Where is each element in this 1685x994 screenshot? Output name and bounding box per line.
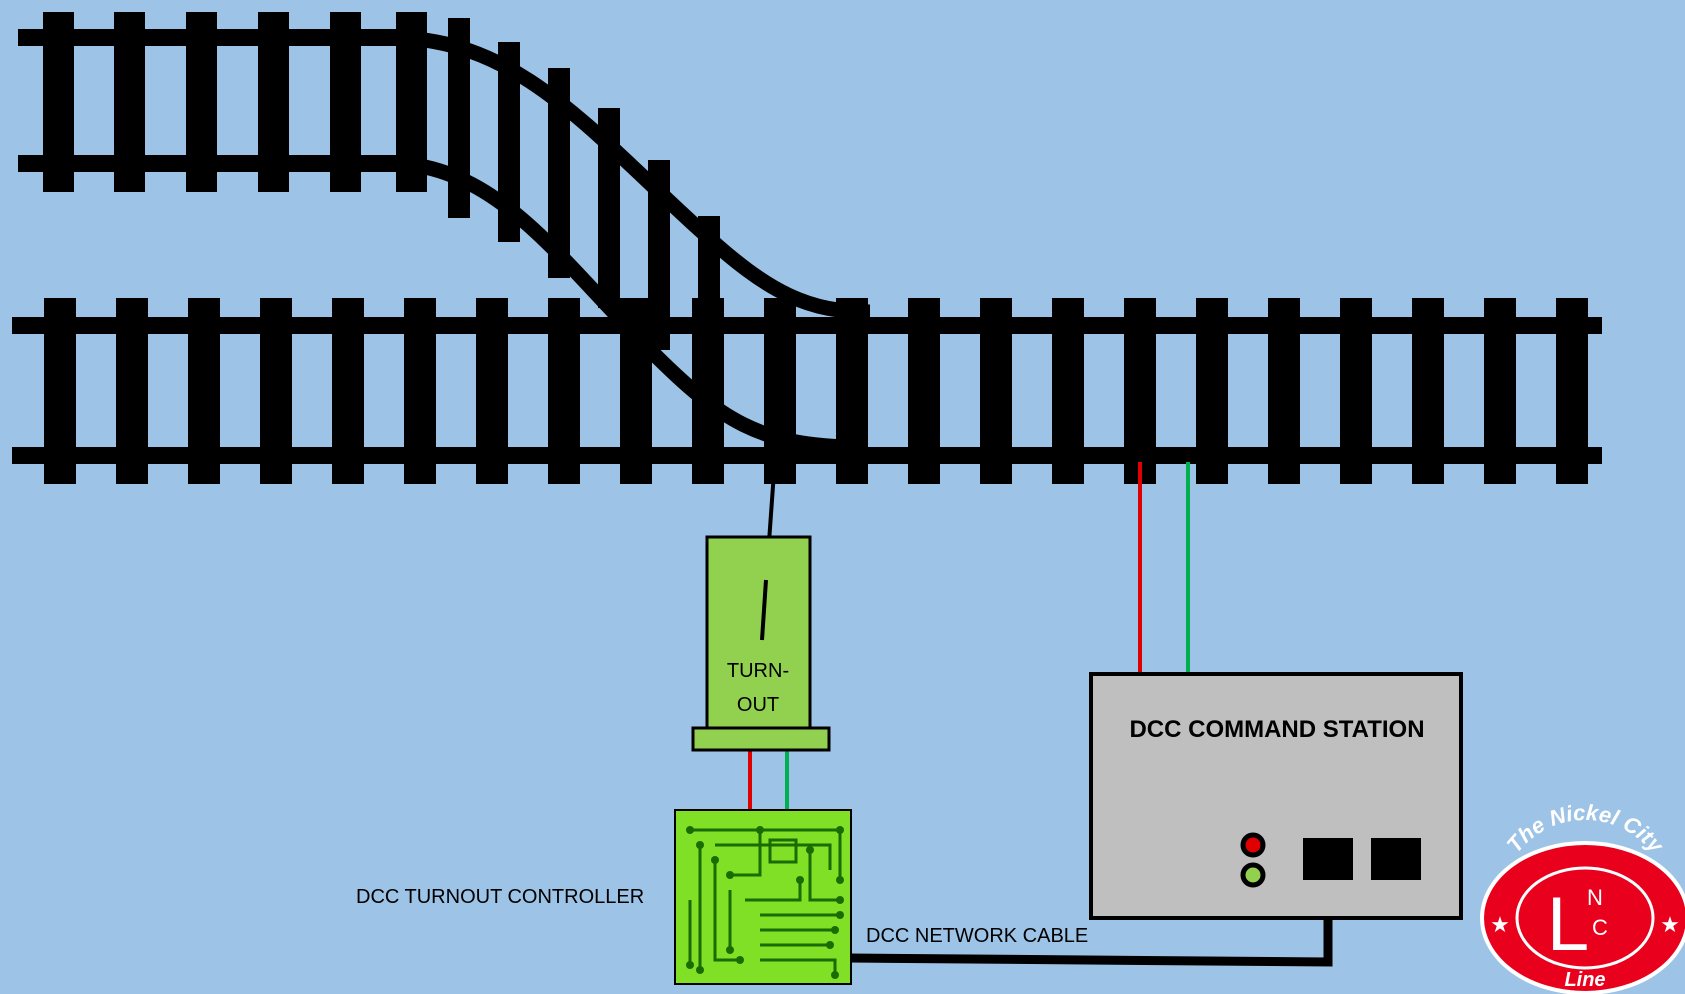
diverging-rail-outer	[399, 30, 871, 320]
logo-bottom-text: Line	[1564, 969, 1605, 991]
command-station-body	[1089, 672, 1463, 920]
diverging-ties	[448, 18, 720, 391]
tie	[648, 160, 670, 350]
solder-pad	[836, 826, 844, 834]
solder-pad	[836, 896, 844, 904]
tie	[498, 42, 520, 242]
tie	[548, 68, 570, 278]
circuit-board	[674, 809, 852, 985]
solder-pad	[831, 926, 839, 934]
solder-pad	[686, 961, 694, 969]
solder-pad	[696, 841, 704, 849]
command-station-label: DCC COMMAND STATION	[1129, 716, 1424, 743]
logo-inner-border	[1515, 866, 1655, 970]
solder-pad	[686, 826, 694, 834]
main-rail-top	[12, 317, 1602, 334]
circuit-pads	[686, 826, 844, 979]
solder-pad	[796, 876, 804, 884]
upper-rail-bottom	[18, 155, 398, 172]
solder-pad	[836, 876, 844, 884]
turnout-motor: TURN- OUT	[691, 535, 831, 752]
solder-pad	[726, 946, 734, 954]
solder-pad	[711, 856, 719, 864]
track-feeder-wires	[1138, 462, 1190, 675]
upper-rail-top	[18, 29, 408, 46]
solder-pad	[836, 911, 844, 919]
status-led-green	[1240, 862, 1266, 888]
command-station: DCC COMMAND STATION	[1089, 672, 1463, 920]
status-led-red	[1240, 832, 1266, 858]
throw-rod-end	[760, 579, 768, 641]
solder-pad	[826, 941, 834, 949]
solder-pad	[756, 826, 764, 834]
turnout-motor-body	[705, 535, 812, 730]
track-layout	[12, 12, 1602, 484]
circuit-traces	[688, 828, 842, 975]
solder-pad	[726, 871, 734, 879]
logo-monogram-c: C	[1592, 915, 1608, 940]
logo-monogram-l: L	[1547, 882, 1589, 967]
logo-monogram-n: N	[1587, 885, 1603, 910]
solder-pad	[696, 966, 704, 974]
nickel-city-line-logo: The Nickel City Line L N C ★ ★	[1480, 800, 1685, 994]
turnout-label-line1: TURN-	[727, 660, 789, 682]
network-port-2	[1371, 838, 1421, 880]
network-port-1	[1303, 838, 1353, 880]
turnout-controller-label: DCC TURNOUT CONTROLLER	[356, 886, 644, 908]
turnout-controller-board: DCC TURNOUT CONTROLLER	[356, 809, 852, 985]
turnout-motor-base	[691, 726, 831, 752]
solder-pad	[806, 846, 814, 854]
logo-star-right: ★	[1660, 912, 1680, 937]
logo-star-left: ★	[1490, 912, 1510, 937]
solder-pad	[736, 956, 744, 964]
solder-pad	[831, 971, 839, 979]
main-rail-bottom	[12, 447, 1602, 464]
turnout-label-line2: OUT	[737, 694, 779, 716]
network-cable-label: DCC NETWORK CABLE	[866, 925, 1088, 947]
